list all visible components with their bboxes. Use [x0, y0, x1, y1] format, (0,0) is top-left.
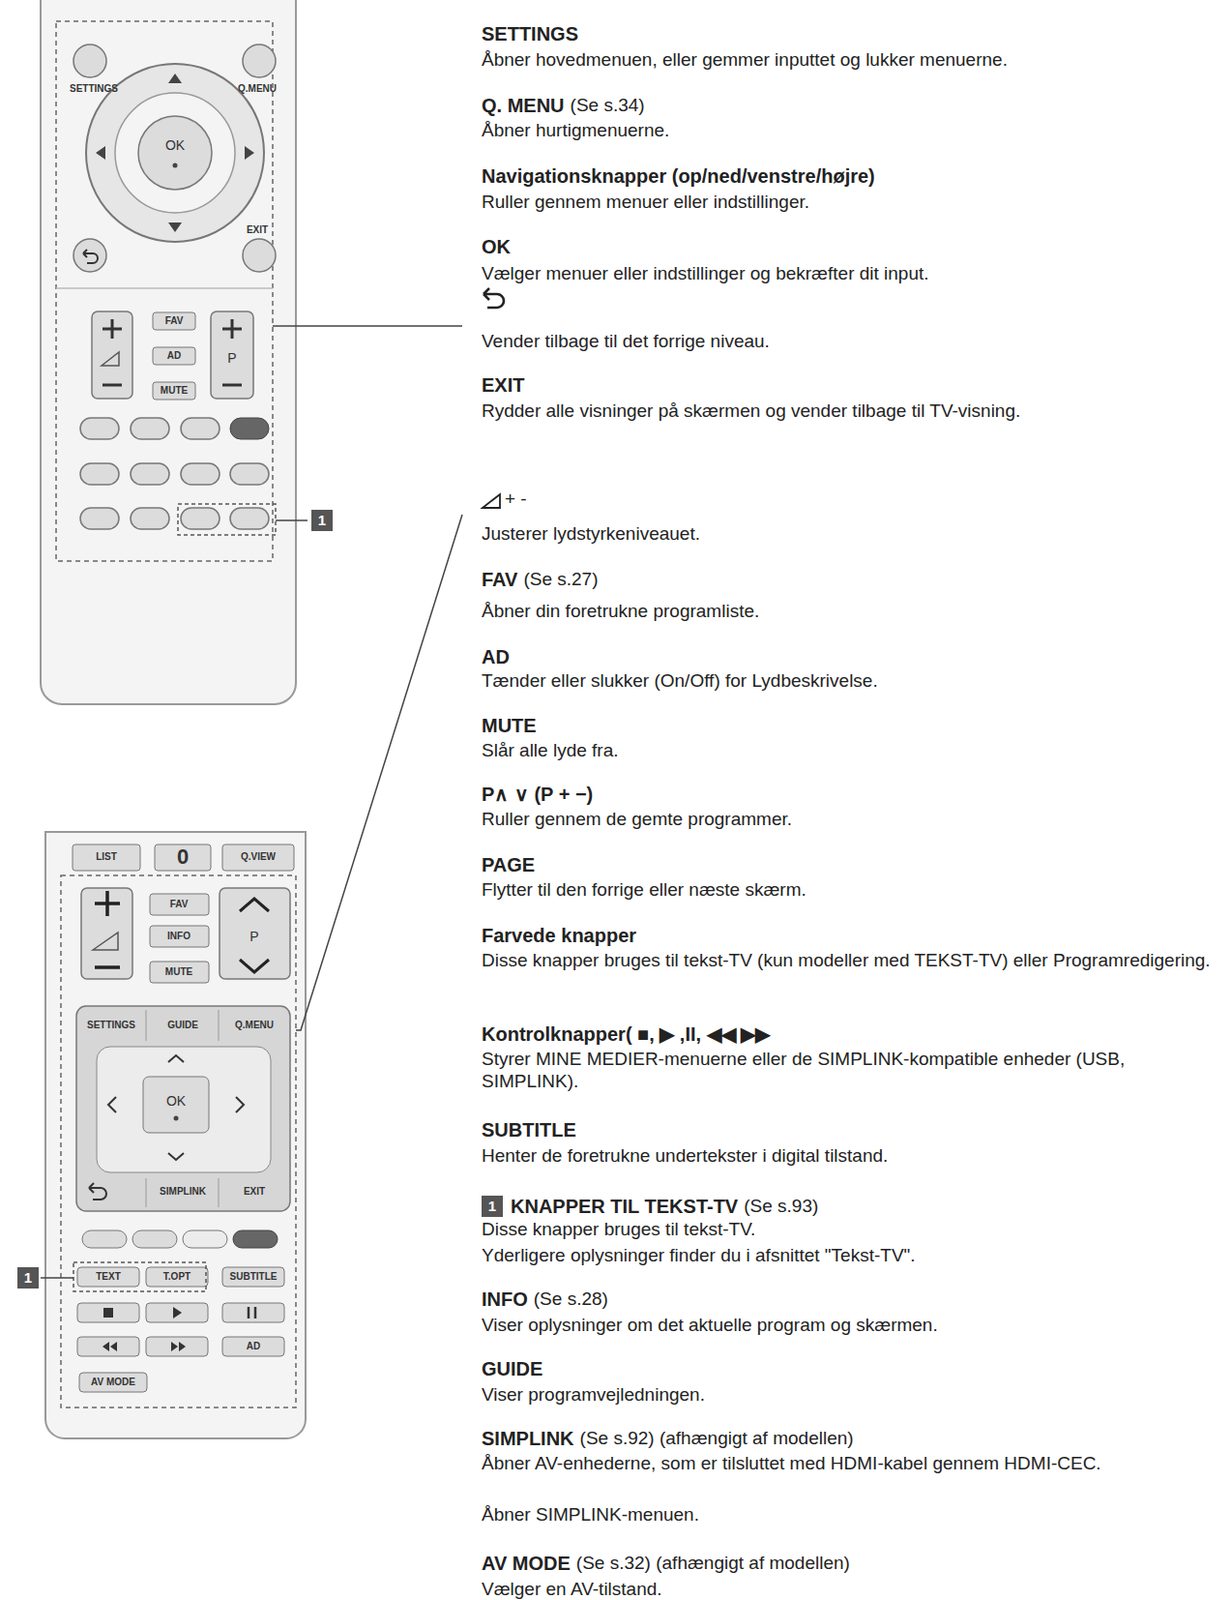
button-label: 0	[176, 850, 189, 863]
item-heading: AV MODE	[481, 1551, 571, 1575]
button-label: SUBTITLE	[230, 1270, 278, 1283]
item-description: Vælger en AV-tilstand.	[481, 1577, 1219, 1600]
button-label: Q.VIEW	[240, 850, 276, 863]
button-label: GUIDE	[167, 1019, 199, 1031]
item-heading: Navigationsknapper (op/ned/venstre/højre…	[481, 164, 876, 188]
item-description: Åbner SIMPLINK-menuen.	[481, 1502, 1219, 1525]
button-label: T.OPT	[163, 1270, 191, 1283]
page-reference: (Se s.27)	[523, 567, 598, 591]
button-label: SETTINGS	[69, 83, 118, 95]
button-label: FAV	[165, 315, 184, 327]
item-description: Viser programvejledningen.	[481, 1382, 1219, 1406]
item-description: Justerer lydstyrkeniveauet.	[481, 522, 1219, 545]
button-label: P	[249, 930, 259, 942]
callout-number: 1	[481, 1195, 503, 1217]
callout-number: 1	[311, 509, 333, 531]
item-description: Styrer MINE MEDIER-menuerne eller de SIM…	[481, 1047, 1219, 1092]
button-label: P	[227, 351, 236, 364]
button-label: SETTINGS	[87, 1019, 136, 1031]
item-heading: SUBTITLE	[481, 1117, 577, 1142]
button-label: LIST	[95, 850, 118, 863]
item-description: Henter de foretrukne undertekster i digi…	[481, 1143, 1219, 1167]
button-label: MUTE	[160, 384, 188, 397]
button-label: AD	[167, 350, 181, 362]
item-heading: MUTE	[481, 713, 537, 737]
item-heading: SIMPLINK	[481, 1426, 575, 1450]
page-reference: (Se s.32) (afhængigt af modellen)	[576, 1551, 850, 1575]
item-heading: PAGE	[481, 852, 535, 877]
symbol-text: + -	[504, 488, 528, 510]
item-description: Disse knapper bruges til tekst-TV.	[481, 1217, 1219, 1240]
page-reference: (Se s.28)	[533, 1287, 609, 1311]
page-reference: (Se s.93)	[743, 1194, 819, 1218]
item-heading: SETTINGS	[481, 22, 579, 46]
item-heading: Farvede knapper	[481, 923, 637, 947]
item-description: Ruller gennem menuer eller indstillinger…	[481, 190, 1219, 213]
item-heading: EXIT	[481, 373, 525, 397]
button-label: EXIT	[243, 1185, 265, 1198]
callout-number: 1	[17, 1266, 39, 1289]
button-label: EXIT	[246, 224, 268, 236]
item-description: Vælger menuer eller indstillinger og bek…	[481, 262, 1219, 285]
button-label: OK	[165, 139, 185, 151]
button-label: TEXT	[95, 1270, 121, 1283]
button-label: AV MODE	[90, 1376, 136, 1388]
item-heading: AD	[481, 644, 510, 669]
item-description: Viser oplysninger om det aktuelle progra…	[481, 1313, 1219, 1336]
item-description: Flytter til den forrige eller næste skær…	[481, 878, 1219, 901]
item-description: Vender tilbage til det forrige niveau.	[481, 329, 1219, 352]
item-heading: INFO	[481, 1287, 528, 1311]
item-description: Tænder eller slukker (On/Off) for Lydbes…	[481, 669, 1219, 692]
item-heading: P∧ ∨ (P + −)	[481, 782, 593, 806]
item-description: Åbner hurtigmenuerne.	[481, 118, 1219, 142]
item-description: Yderligere oplysninger finder du i afsni…	[481, 1243, 1219, 1266]
button-label: OK	[166, 1094, 186, 1107]
item-heading: KNAPPER TIL TEKST-TV	[510, 1194, 738, 1218]
button-label: SIMPLINK	[159, 1185, 206, 1198]
item-description: Åbner hovedmenuen, eller gemmer inputtet…	[481, 48, 1219, 71]
page-reference: (Se s.92) (afhængigt af modellen)	[580, 1426, 854, 1450]
item-heading: Kontrolknapper( ■, ▶ ,II, ◀◀ ▶▶	[481, 1022, 770, 1046]
button-label: INFO	[167, 930, 191, 942]
button-label: FAV	[170, 898, 189, 910]
item-heading: FAV	[481, 567, 518, 591]
item-heading: OK	[481, 234, 511, 259]
item-description: Slår alle lyde fra.	[481, 738, 1219, 762]
item-description: Åbner din foretrukne programliste.	[481, 599, 1219, 622]
button-label: MUTE	[165, 966, 193, 978]
item-description: Disse knapper bruges til tekst-TV (kun m…	[481, 948, 1219, 971]
button-label: Q.MENU	[237, 83, 277, 95]
item-heading: GUIDE	[481, 1356, 543, 1380]
item-heading: Q. MENU	[481, 93, 565, 118]
button-label: Q.MENU	[234, 1019, 274, 1031]
page-reference: (Se s.34)	[570, 93, 645, 118]
button-label: AD	[246, 1340, 261, 1352]
item-description: Åbner AV-enhederne, som er tilsluttet me…	[481, 1451, 1219, 1474]
item-description: Ruller gennem de gemte programmer.	[481, 807, 1219, 830]
item-description: Rydder alle visninger på skærmen og vend…	[481, 399, 1219, 422]
